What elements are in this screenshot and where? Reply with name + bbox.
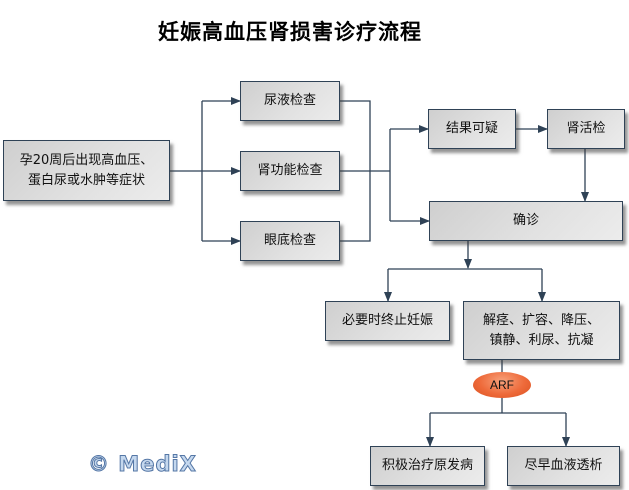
node-renal-function-test: 肾功能检查 (240, 151, 340, 191)
node-diagnosis: 确诊 (429, 201, 623, 241)
node-treat-primary-disease: 积极治疗原发病 (370, 446, 485, 486)
node-start-line2: 蛋白尿或水肿等症状 (27, 172, 145, 188)
node-start-line1: 孕20周后出现高血压、 (19, 152, 154, 168)
watermark-medix: © MediX (88, 452, 197, 477)
node-arf: ARF (473, 372, 531, 398)
node-suspicious-result: 结果可疑 (428, 109, 516, 149)
node-treatment-line2: 镇静、利尿、抗凝 (489, 332, 594, 348)
node-start-symptoms: 孕20周后出现高血压、 蛋白尿或水肿等症状 (3, 140, 170, 201)
node-urine-test: 尿液检查 (240, 81, 340, 121)
page-title: 妊娠高血压肾损害诊疗流程 (158, 19, 422, 44)
node-treatment: 解痉、扩容、降压、 镇静、利尿、抗凝 (463, 301, 620, 360)
node-renal-biopsy: 肾活检 (547, 109, 625, 149)
node-fundus-exam: 眼底检查 (240, 221, 340, 261)
node-treatment-line1: 解痉、扩容、降压、 (482, 312, 600, 328)
node-terminate-pregnancy: 必要时终止妊娠 (325, 301, 450, 341)
node-early-dialysis: 尽早血液透析 (507, 446, 620, 486)
